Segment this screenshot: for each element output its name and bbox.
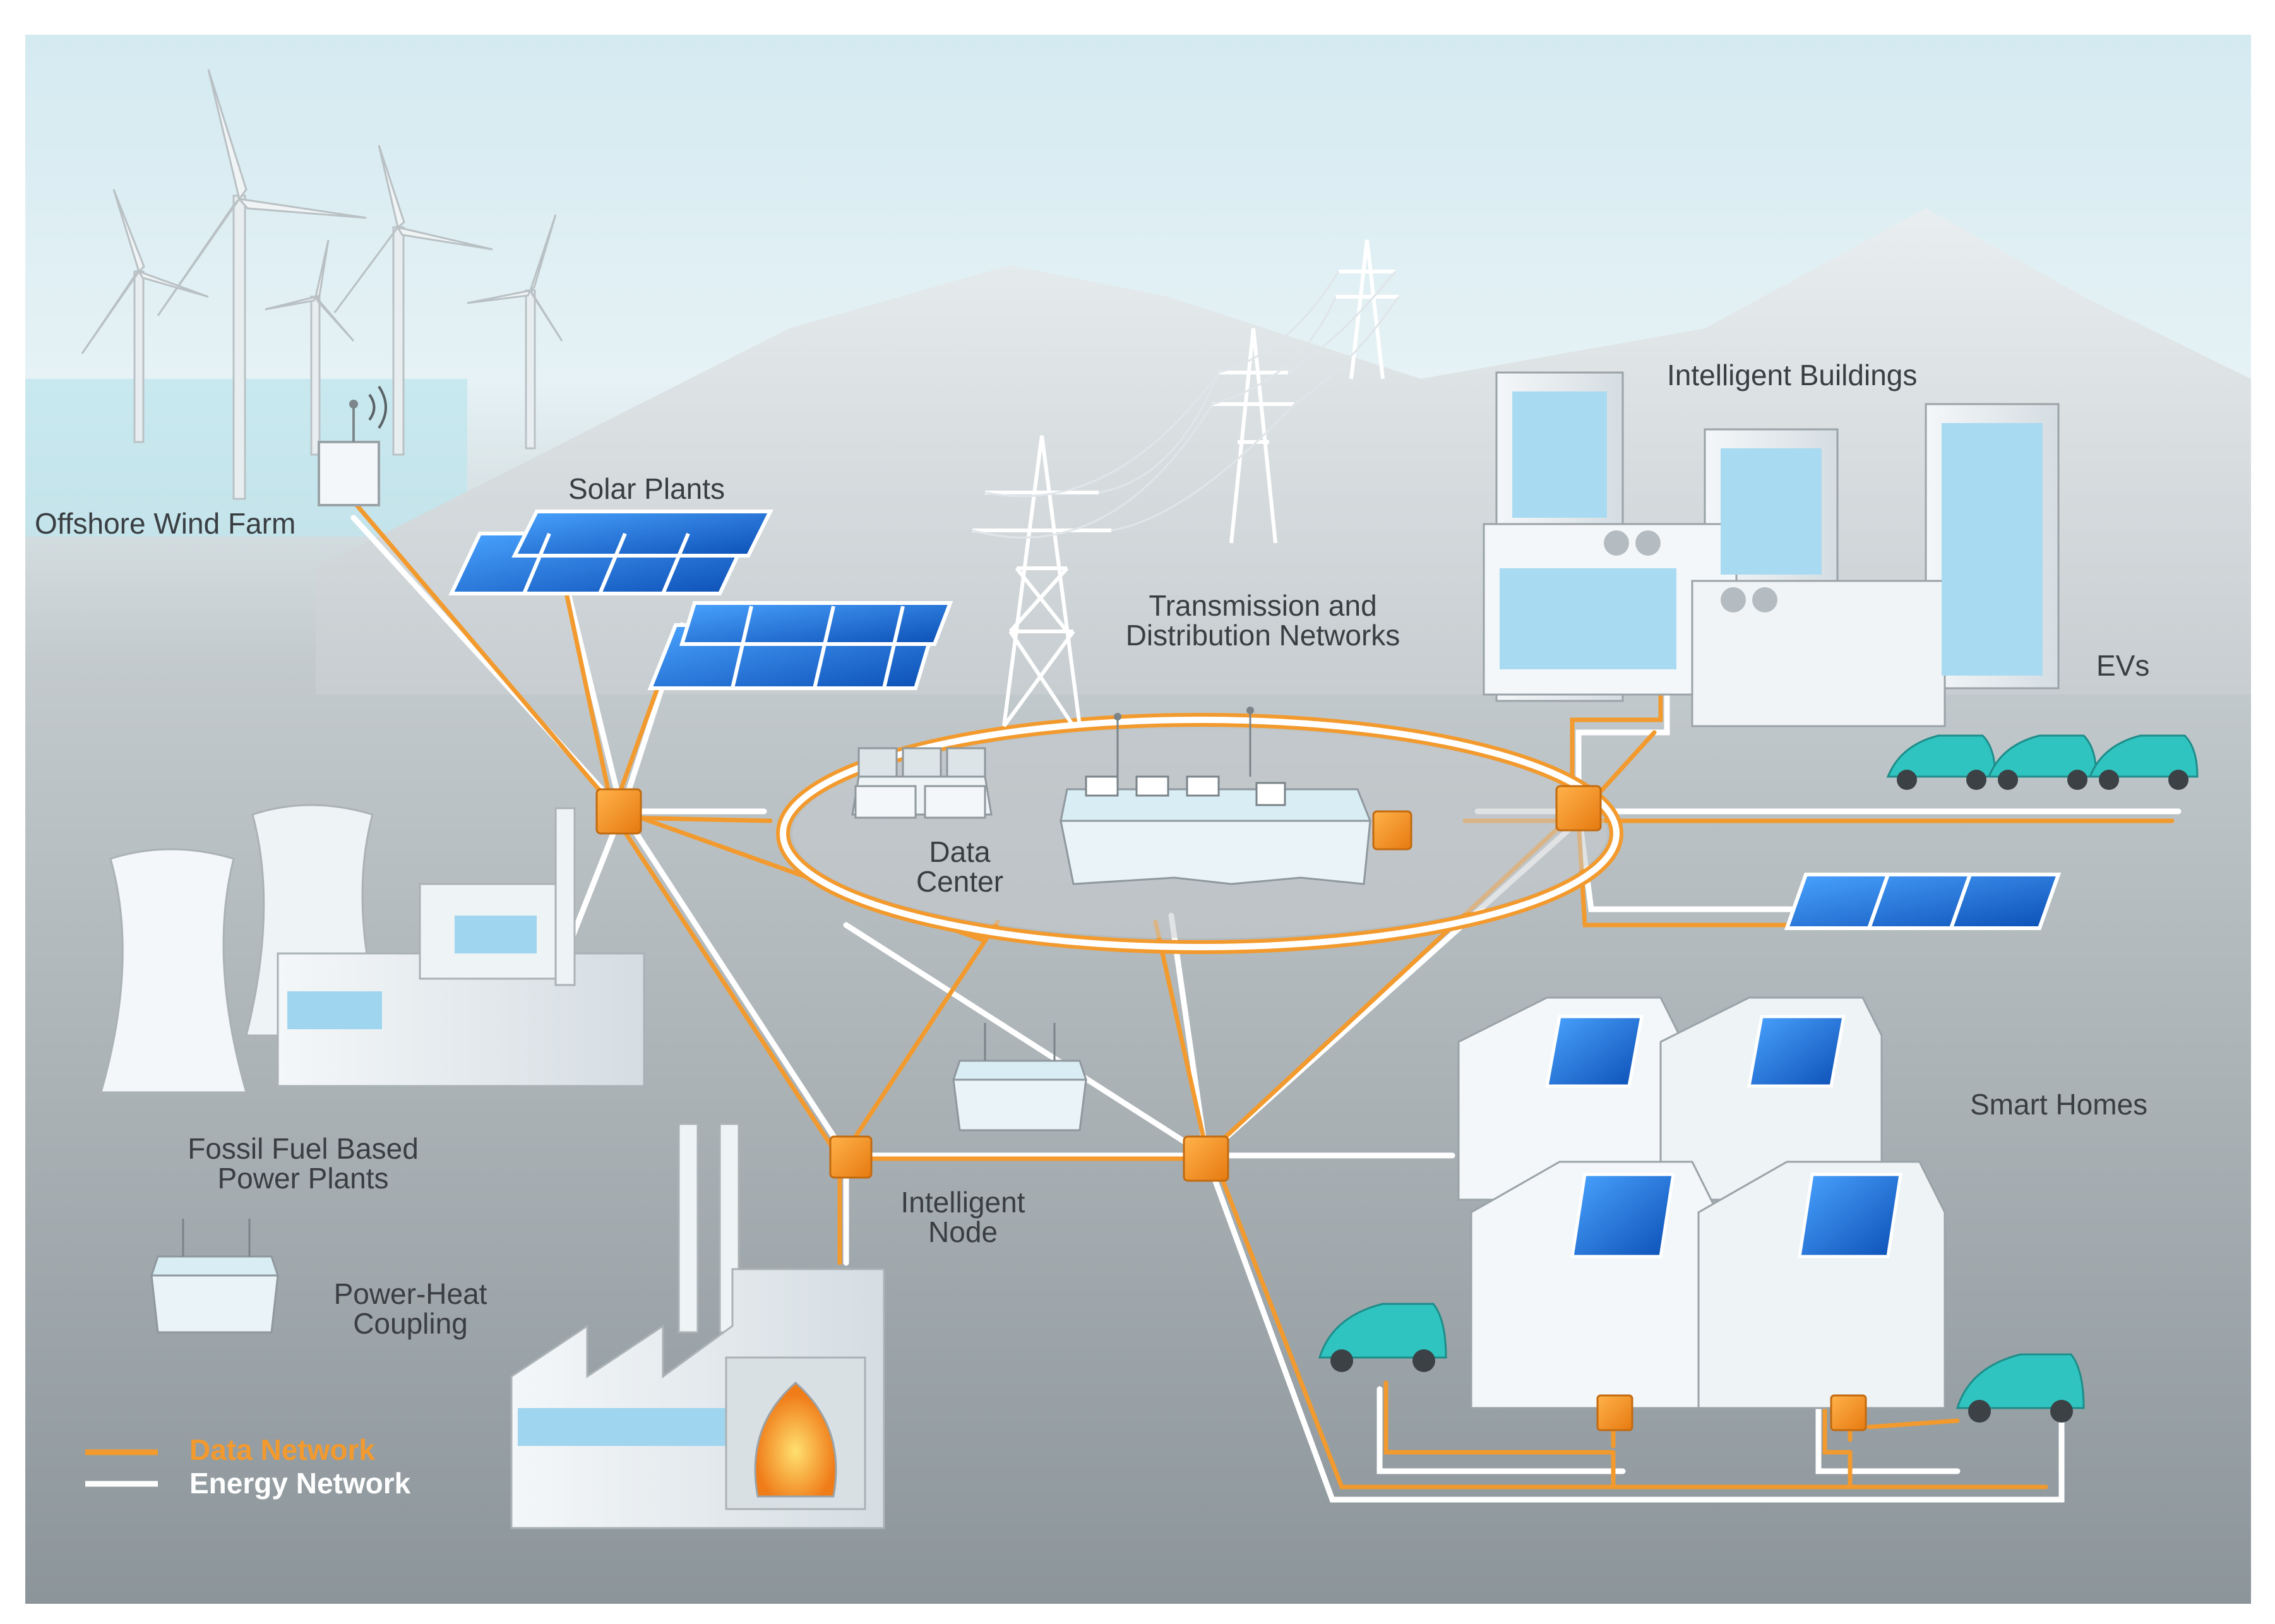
transmission-towers — [972, 239, 1399, 727]
label-power-heat-line1: Power-Heat — [334, 1277, 487, 1310]
label-power-heat-line2: Coupling — [353, 1307, 468, 1340]
solar-plants — [448, 510, 953, 690]
solar-array-right — [1784, 873, 2062, 930]
solar-panel-icon — [448, 510, 773, 595]
intelligent-buildings — [1483, 371, 2060, 727]
data-center-servers — [851, 747, 993, 819]
legend-energy-label: Energy Network — [189, 1467, 411, 1500]
wind-turbines — [81, 69, 563, 500]
wind-turbine-icon — [157, 69, 367, 500]
fossil-fuel-plant — [100, 804, 645, 1094]
label-transmission-line1: Transmission and — [1149, 589, 1376, 622]
factory-chp — [510, 1123, 885, 1529]
label-evs: EVs — [2096, 649, 2149, 682]
legend-data-label: Data Network — [189, 1433, 375, 1466]
intelligent-nodes — [595, 785, 1867, 1431]
label-intelligent-node-line2: Node — [928, 1215, 998, 1248]
label-intelligent-node-line1: Intelligent — [901, 1186, 1025, 1219]
label-data-center-line2: Center — [916, 865, 1003, 898]
node-cube-icon — [595, 788, 642, 835]
flame-icon — [754, 1382, 837, 1498]
power-heat-console-icon — [150, 1219, 280, 1334]
label-smart-homes: Smart Homes — [1970, 1088, 2147, 1121]
label-offshore-wind-farm: Offshore Wind Farm — [35, 507, 296, 540]
ev-car-icon — [1318, 1303, 1447, 1372]
label-transmission-line2: Distribution Networks — [1126, 619, 1400, 652]
wind-farm-substation — [318, 385, 387, 506]
label-fossil-line1: Fossil Fuel Based — [188, 1132, 419, 1165]
ev-car-icon — [1886, 734, 1997, 790]
label-fossil-line2: Power Plants — [217, 1162, 388, 1195]
label-intelligent-buildings: Intelligent Buildings — [1667, 359, 1917, 391]
legend: Data Network Energy Network — [85, 1433, 411, 1500]
smart-homes — [1318, 996, 2085, 1423]
label-solar-plants: Solar Plants — [568, 472, 725, 505]
node-console-icon — [952, 1023, 1088, 1131]
label-data-center-line1: Data — [929, 835, 991, 868]
control-console-icon — [1060, 707, 1372, 885]
electric-vehicles — [1886, 734, 2199, 790]
